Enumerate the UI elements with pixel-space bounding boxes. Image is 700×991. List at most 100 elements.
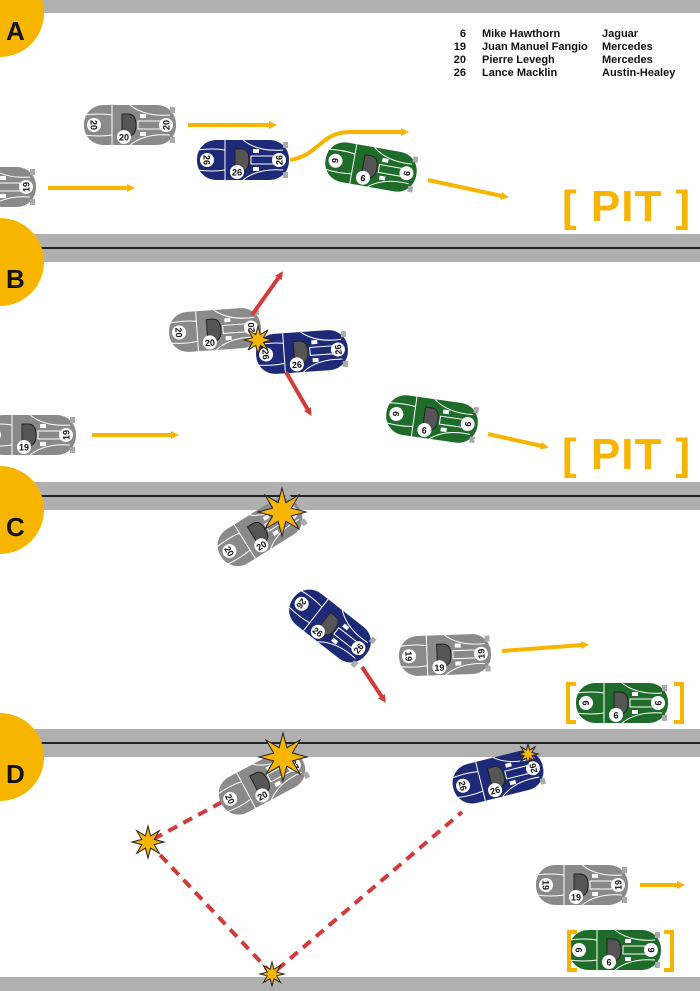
panel-label-a: A bbox=[6, 16, 25, 46]
car-number-badge: 26 bbox=[311, 624, 325, 639]
svg-text:19: 19 bbox=[403, 651, 413, 661]
svg-text:6: 6 bbox=[647, 947, 657, 952]
car-number-badge: 19 bbox=[17, 440, 31, 454]
svg-text:20: 20 bbox=[223, 792, 237, 806]
car-number-badge: 26 bbox=[230, 165, 244, 179]
car-number-badge: 26 bbox=[525, 761, 540, 776]
svg-text:19: 19 bbox=[19, 443, 29, 453]
car-19-panel-c: 19 19 19 bbox=[398, 634, 492, 676]
car-number-badge: 20 bbox=[222, 544, 237, 558]
svg-text:20: 20 bbox=[173, 327, 184, 338]
legend-driver: Lance Macklin bbox=[482, 67, 558, 79]
svg-text:6: 6 bbox=[463, 421, 474, 427]
svg-text:20: 20 bbox=[256, 789, 270, 803]
legend-driver: Mike Hawthorn bbox=[482, 28, 561, 40]
car-number-badge: 6 bbox=[328, 153, 343, 168]
car-number-badge: 19 bbox=[539, 878, 553, 892]
legend-driver: Juan Manuel Fangio bbox=[482, 41, 588, 53]
car-19-panel-d: 19 19 19 bbox=[535, 864, 628, 906]
car-number-badge: 26 bbox=[351, 641, 366, 655]
svg-text:19: 19 bbox=[614, 880, 624, 890]
svg-text:20: 20 bbox=[246, 322, 257, 333]
svg-text:26: 26 bbox=[527, 762, 539, 774]
car-number-badge: 26 bbox=[259, 347, 274, 362]
svg-text:26: 26 bbox=[232, 168, 242, 178]
impact-star-ground-panel-d bbox=[258, 960, 286, 988]
car-number-badge: 6 bbox=[389, 406, 404, 421]
pit-label-panel-a: [ PIT ] bbox=[562, 182, 692, 231]
svg-text:20: 20 bbox=[119, 133, 129, 143]
svg-text:20: 20 bbox=[205, 338, 216, 349]
car-number-badge: 26 bbox=[200, 153, 214, 167]
car-number-badge: 26 bbox=[272, 153, 286, 167]
svg-text:6: 6 bbox=[654, 700, 664, 705]
svg-text:26: 26 bbox=[352, 641, 366, 655]
car-6-panel-d: 6 6 6 bbox=[568, 929, 661, 971]
svg-text:19: 19 bbox=[434, 663, 444, 673]
svg-text:19: 19 bbox=[22, 182, 32, 192]
panel-label-b: B bbox=[6, 264, 25, 294]
car-number-badge: 19 bbox=[473, 646, 488, 661]
arrow-26-deflect-panel-b bbox=[284, 370, 312, 417]
car-number-badge: 26 bbox=[294, 597, 309, 611]
car-number-badge: 6 bbox=[602, 955, 616, 969]
impact-star-debris-panel-d bbox=[130, 824, 166, 860]
pit-bracket-left-panel-d bbox=[567, 930, 577, 972]
car-number-badge: 6 bbox=[579, 696, 593, 710]
arrow-6-panel-a bbox=[427, 178, 509, 200]
arrow-6-panel-b bbox=[487, 432, 549, 450]
legend-number: 19 bbox=[453, 41, 466, 53]
car-number-badge: 19 bbox=[59, 428, 73, 442]
car-number-badge: 20 bbox=[159, 118, 173, 132]
car-number-badge: 26 bbox=[488, 783, 503, 798]
panel-b-badge bbox=[0, 218, 44, 306]
svg-text:6: 6 bbox=[574, 947, 584, 952]
legend-number: 20 bbox=[453, 54, 466, 66]
pit-bracket-right-panel-c bbox=[674, 682, 684, 724]
svg-text:6: 6 bbox=[581, 700, 591, 705]
svg-text:26: 26 bbox=[292, 360, 303, 371]
car-number-badge: 20 bbox=[243, 320, 258, 335]
panel-label-d: D bbox=[6, 759, 25, 789]
car-number-badge: 6 bbox=[460, 417, 475, 432]
panel-c-badge bbox=[0, 466, 44, 554]
svg-text:26: 26 bbox=[294, 597, 308, 611]
impact-star-panel-c bbox=[256, 486, 308, 538]
car-number-badge: 6 bbox=[572, 943, 586, 957]
track-barrier-top bbox=[0, 0, 700, 13]
svg-text:20: 20 bbox=[255, 539, 269, 553]
svg-text:6: 6 bbox=[613, 711, 618, 721]
impact-star-car-26-panel-d bbox=[516, 742, 540, 766]
svg-text:6: 6 bbox=[402, 170, 413, 177]
track-barrier-cd bbox=[0, 729, 700, 757]
svg-text:26: 26 bbox=[275, 155, 285, 165]
legend-driver: Pierre Levegh bbox=[482, 54, 555, 66]
car-number-badge: 20 bbox=[255, 788, 270, 803]
arrow-26-panel-c bbox=[360, 665, 386, 703]
legend-number: 6 bbox=[459, 28, 466, 40]
arrow-20-deflect-panel-b bbox=[250, 271, 284, 317]
legend-row: 20 Pierre Levegh Mercedes bbox=[440, 54, 675, 67]
pit-bracket-left-panel-c bbox=[566, 682, 576, 724]
legend-row: 6 Mike Hawthorn Jaguar bbox=[440, 28, 675, 41]
pit-bracket-right-panel-d bbox=[664, 930, 674, 972]
svg-text:26: 26 bbox=[311, 625, 325, 639]
svg-text:6: 6 bbox=[391, 411, 402, 417]
driver-legend: 6 Mike Hawthorn Jaguar 19 Juan Manuel Fa… bbox=[440, 28, 676, 80]
legend-team: Mercedes bbox=[602, 54, 653, 66]
car-number-badge: 19 bbox=[611, 878, 625, 892]
car-number-badge: 19 bbox=[19, 180, 33, 194]
impact-star-panel-b bbox=[242, 324, 274, 356]
car-6-panel-a: 666 bbox=[323, 142, 419, 193]
svg-text:6: 6 bbox=[330, 157, 341, 164]
svg-text:20: 20 bbox=[162, 120, 172, 130]
svg-text:19: 19 bbox=[571, 893, 581, 903]
car-number-badge: 19 bbox=[432, 660, 447, 675]
car-number-badge: 19 bbox=[402, 649, 417, 664]
car-number-badge: 6 bbox=[417, 423, 432, 438]
